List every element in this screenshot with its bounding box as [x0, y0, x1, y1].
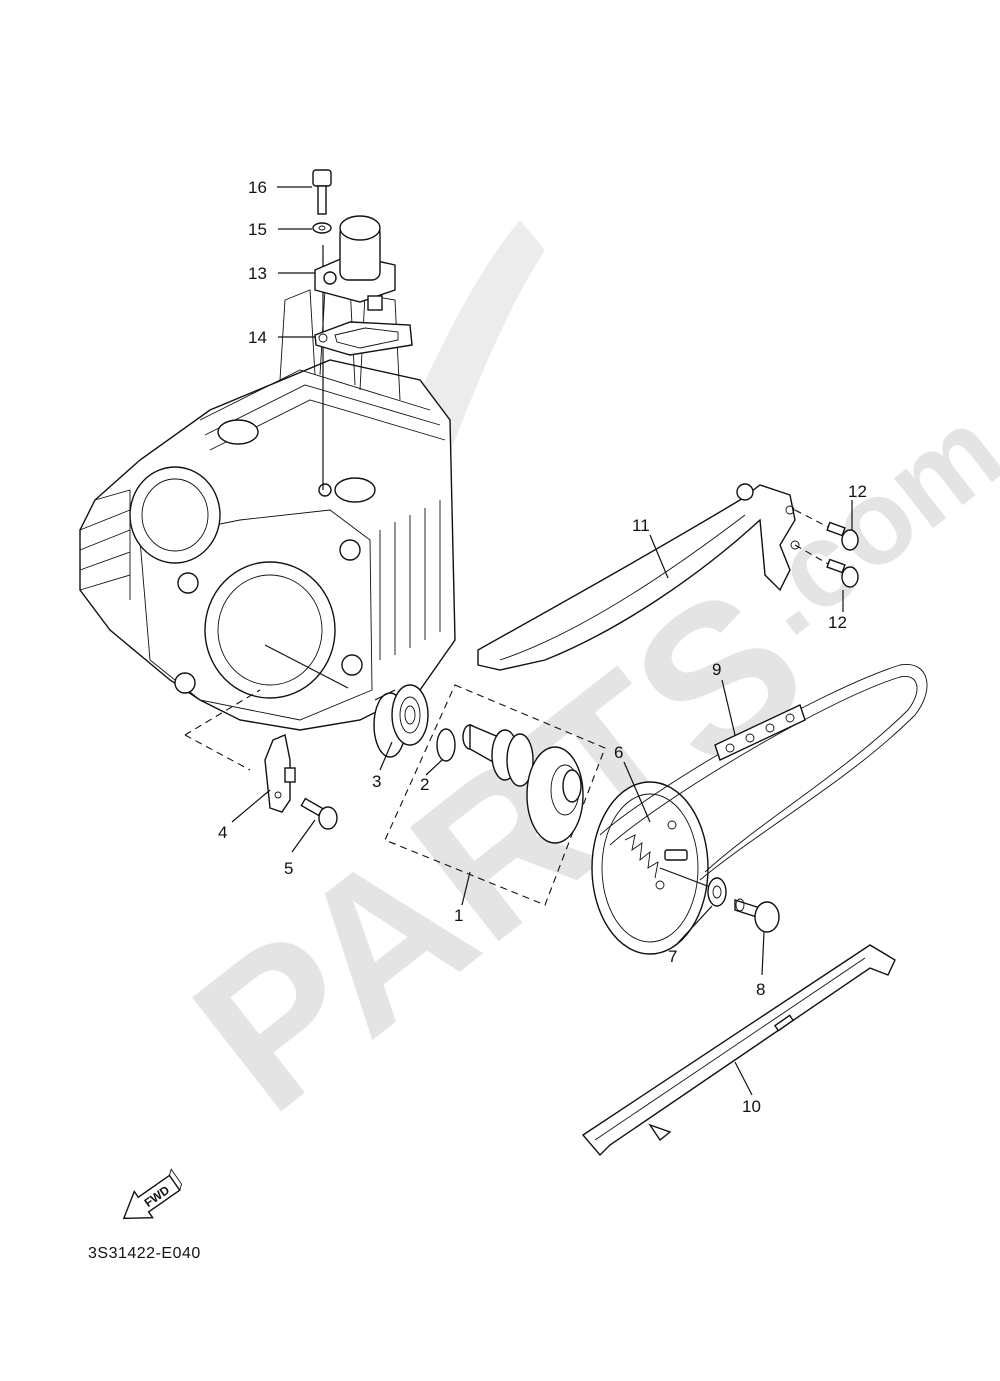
bearing	[373, 684, 429, 758]
callout-lines	[231, 186, 853, 1096]
sprocket-group	[591, 781, 780, 955]
callout-5-bolt: 5	[284, 859, 293, 878]
callout-10-chain-guide: 10	[742, 1097, 761, 1116]
callout-13-tensioner: 13	[248, 264, 267, 283]
diagram-code: 3S31422-E040	[88, 1245, 201, 1262]
callout-9-cam-chain: 9	[712, 660, 721, 679]
stopper-plate-group	[184, 689, 338, 830]
callout-11-tensioner-guide: 11	[632, 516, 650, 535]
cylinder-head	[79, 284, 456, 731]
tensioner-stack	[312, 169, 413, 490]
callout-2-o-ring: 2	[420, 775, 429, 794]
callout-8-sprocket-bolt: 8	[756, 980, 765, 999]
callout-12-bolt-upper: 12	[848, 482, 867, 501]
cam-chain	[599, 664, 928, 881]
callout-1-camshaft-assembly: 1	[454, 906, 463, 925]
callout-4-stopper-plate: 4	[218, 823, 227, 842]
callout-6-cam-sprocket: 6	[614, 743, 623, 762]
fwd-arrow: FWD	[122, 1168, 183, 1220]
camshaft-group	[384, 684, 606, 906]
callout-7-washer: 7	[668, 947, 677, 966]
callout-14-gasket: 14	[248, 328, 267, 347]
chain-guide	[581, 944, 896, 1157]
callout-15-washer: 15	[248, 220, 267, 239]
callout-labels: 16 15 13 14 11 12 12 9 6 3 2 4 5 1 7 8 1…	[218, 178, 867, 1116]
tensioner-guide	[477, 483, 859, 671]
callout-3-bearing: 3	[372, 772, 381, 791]
callout-12-bolt-lower: 12	[828, 613, 847, 632]
callout-16-bolt: 16	[248, 178, 267, 197]
